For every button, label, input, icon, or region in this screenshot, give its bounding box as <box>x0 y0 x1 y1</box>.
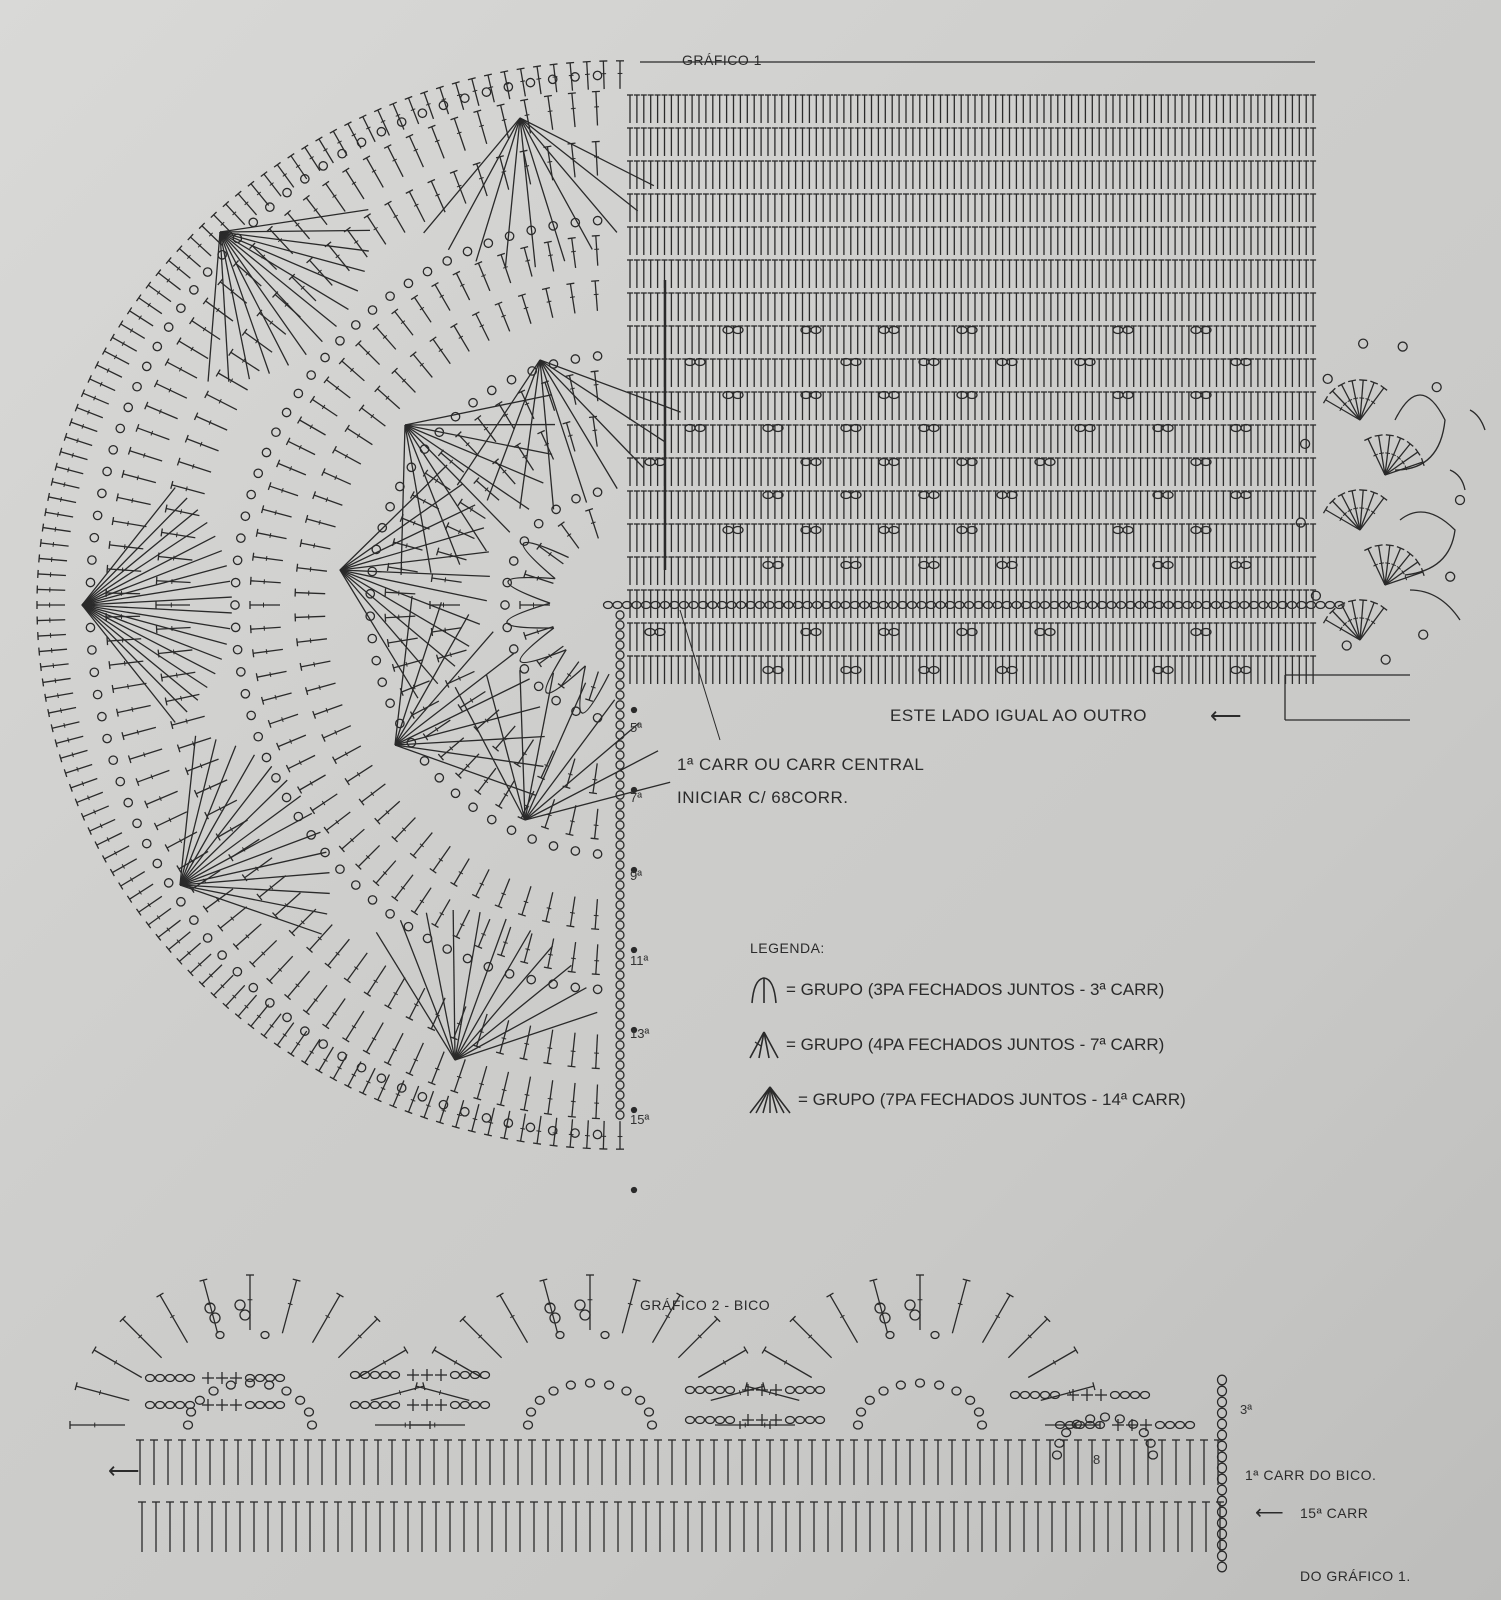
legend-title: LEGENDA: <box>750 940 825 956</box>
legend-text: = GRUPO (3PA FECHADOS JUNTOS - 3ª CARR) <box>786 980 1165 999</box>
row-number: 13ª <box>630 1026 650 1041</box>
arrow-left-icon: ⟵ <box>108 1458 141 1483</box>
legend-item-7dc: = GRUPO (7PA FECHADOS JUNTOS - 14ª CARR) <box>748 1085 1186 1115</box>
from-row-line1: 15ª CARR <box>1300 1505 1369 1521</box>
arrow-left-icon: ⟵ <box>1210 703 1243 728</box>
legend-text: = GRUPO (7PA FECHADOS JUNTOS - 14ª CARR) <box>798 1090 1186 1109</box>
start-note-line2: INICIAR C/ 68CORR. <box>677 788 849 807</box>
row-number: 7ª <box>630 790 643 805</box>
row-number: 3ª <box>1240 1402 1253 1417</box>
start-note-line1: 1ª CARR OU CARR CENTRAL <box>677 755 925 774</box>
side-note: ESTE LADO IGUAL AO OUTRO <box>890 706 1147 725</box>
graph1-title: GRÁFICO 1 <box>682 52 762 68</box>
group-7dc-icon <box>749 1086 791 1114</box>
row-number: 5ª <box>630 720 643 735</box>
legend-text: = GRUPO (4PA FECHADOS JUNTOS - 7ª CARR) <box>786 1035 1165 1054</box>
from-row-line2: DO GRÁFICO 1. <box>1300 1568 1411 1584</box>
group-3dc-icon <box>751 977 777 1004</box>
row-number: 8 <box>1093 1452 1101 1467</box>
bico-first-row-note: 1ª CARR DO BICO. <box>1245 1467 1377 1483</box>
legend-item-3dc: = GRUPO (3PA FECHADOS JUNTOS - 3ª CARR) <box>748 975 1164 1005</box>
row-number: 9ª <box>630 868 643 883</box>
graph2-title: GRÁFICO 2 - BICO <box>640 1297 771 1313</box>
arrow-left-icon: ⟵ <box>1255 1502 1285 1524</box>
row-number: 15ª <box>630 1112 650 1127</box>
legend-item-4dc: = GRUPO (4PA FECHADOS JUNTOS - 7ª CARR) <box>748 1030 1164 1060</box>
group-4dc-icon <box>749 1031 779 1059</box>
row-number: 11ª <box>630 953 649 968</box>
